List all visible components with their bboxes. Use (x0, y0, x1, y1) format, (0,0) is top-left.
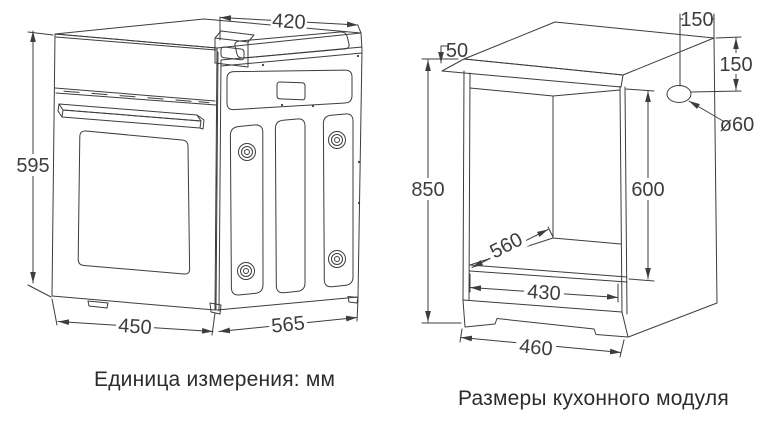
cabinet-plinth (462, 299, 629, 338)
oven-depth-dim-label: 565 (270, 312, 305, 337)
cabinet-height-dim-label: 850 (411, 179, 444, 201)
oven-screw-dots (261, 54, 361, 205)
cabinet-plinth-width-dim-label: 460 (518, 335, 553, 360)
cabinet-drawing (421, 13, 742, 358)
oven-top-vent-housing (214, 37, 249, 68)
oven-door-window (77, 130, 191, 275)
cabinet-hole-offset-top-dim-label: 150 (680, 9, 713, 31)
oven-height-dim-label: 595 (16, 155, 49, 177)
oven-side-corner-edge (357, 32, 363, 298)
oven-side-bottom-edge (216, 296, 359, 311)
oven-width-dim-label: 450 (118, 315, 153, 339)
oven-side-panel-3 (322, 113, 354, 288)
cabinet-right-panel (627, 37, 718, 338)
cabinet-worktop-face (463, 21, 715, 76)
cabinet-niche-height-dim-label: 600 (631, 179, 664, 201)
oven-door-edge-lines (215, 51, 222, 312)
oven-side-bosses (237, 131, 346, 280)
oven-handle-end-cap (196, 114, 205, 130)
oven-side-panel-1 (229, 124, 264, 296)
oven-top-depth-dim-label: 420 (272, 10, 307, 34)
oven-vent-slots (63, 90, 210, 104)
oven-handle-left-edge (57, 103, 63, 118)
oven-handle-front (61, 109, 202, 129)
cabinet-hole-diameter-label: ø60 (720, 114, 754, 136)
oven-drawing (27, 15, 363, 336)
oven-side-display-cutout (276, 81, 306, 101)
dimension-label-backings (16, 8, 753, 361)
oven-side-top-band (220, 46, 363, 67)
oven-side-panel-2 (274, 118, 306, 294)
cabinet-worktop-band (441, 58, 624, 88)
unit-of-measure-caption: Единица измерения: мм (94, 368, 336, 391)
oven-feet (87, 296, 359, 315)
oven-top-face (54, 18, 362, 49)
cabinet-top-thickness-dim-label: 50 (446, 40, 468, 62)
oven-front-face (51, 33, 218, 311)
oven-top-vent-cutout (220, 46, 245, 61)
oven-top-edge-inner (55, 36, 217, 51)
cabinet-niche-width-dim-label: 430 (527, 281, 562, 305)
kitchen-module-caption: Размеры кухонного модуля (458, 387, 729, 410)
cabinet-cable-hole (666, 85, 692, 103)
oven-side-upper-panel (226, 69, 353, 111)
oven-vent-band (54, 87, 217, 106)
cabinet-hole-offset-side-dim-label: 150 (719, 54, 752, 76)
oven-dimension-lines (27, 15, 362, 336)
cabinet-right-stile (619, 86, 628, 315)
cabinet-left-stile (462, 70, 471, 302)
oven-top-vent-housing-top (214, 30, 255, 43)
